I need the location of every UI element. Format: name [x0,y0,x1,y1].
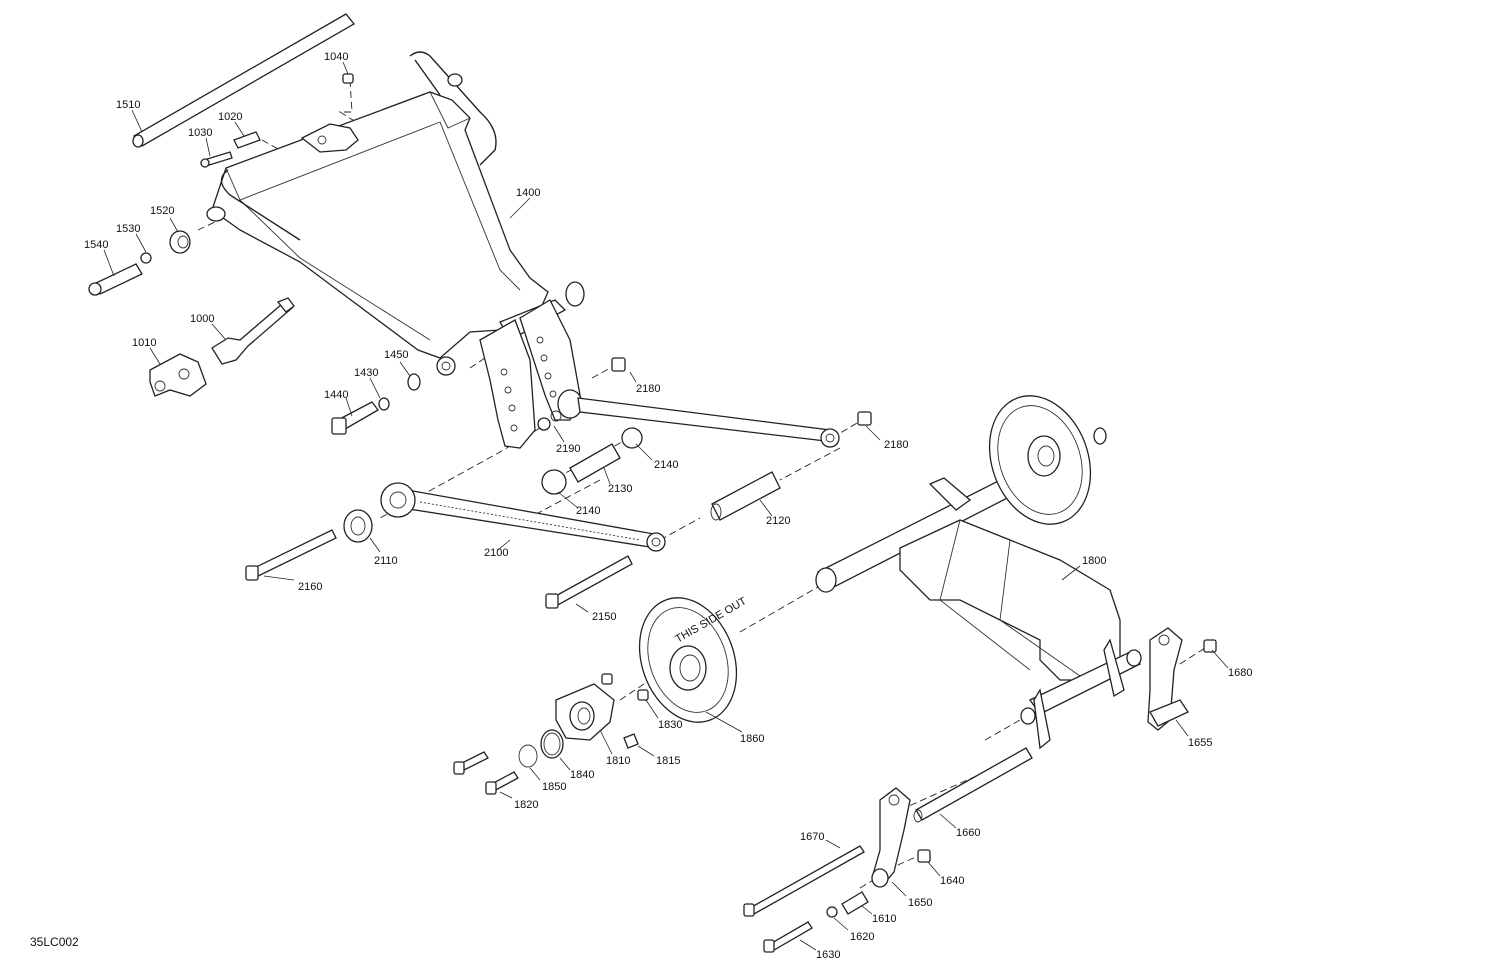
callout-1640: 1640 [940,875,964,887]
callout-1520: 1520 [150,205,174,217]
callout-1860: 1860 [740,733,764,745]
callout-1400: 1400 [516,187,540,199]
spacers-2130-2140-2120 [541,427,781,521]
callout-labels: 1040 1510 1020 1030 1400 1520 1530 1540 … [84,51,1252,961]
strap-1000-clip-1010 [149,297,295,397]
callout-1440: 1440 [324,389,348,401]
callout-2160: 2160 [298,581,322,593]
upper-hardware [88,73,354,296]
callout-2180-upper: 2180 [636,383,660,395]
callout-1655: 1655 [1188,737,1212,749]
figure-code: 35LC002 [30,935,79,949]
callout-1630: 1630 [816,949,840,961]
callout-1815: 1815 [656,755,680,767]
callout-1450: 1450 [384,349,408,361]
callout-1610: 1610 [872,913,896,925]
callout-2190: 2190 [556,443,580,455]
link-1655 [1147,627,1217,731]
bearing-housing-1810 [453,673,649,795]
rear-wheel-right [988,395,1107,525]
callout-1540: 1540 [84,239,108,251]
callout-1830: 1830 [658,719,682,731]
callout-1020: 1020 [218,111,242,123]
callout-1000: 1000 [190,313,214,325]
bolts-2160-2150 [245,529,633,609]
callout-1040: 1040 [324,51,348,63]
callout-1840: 1840 [570,769,594,781]
bolt-washers-1440 [331,373,421,435]
rear-arm-1800 [815,459,1142,750]
callout-1430: 1430 [354,367,378,379]
leader-lines [103,61,1229,951]
callout-1680: 1680 [1228,667,1252,679]
callout-2150: 2150 [592,611,616,623]
callout-1030: 1030 [188,127,212,139]
callout-2120: 2120 [766,515,790,527]
callout-1670: 1670 [800,831,824,843]
callout-2100: 2100 [484,547,508,559]
lower-assembly-1650 [743,747,1033,953]
callout-1530: 1530 [116,223,140,235]
callout-1620: 1620 [850,931,874,943]
wheel-1860: THIS SIDE OUT [638,595,749,723]
callout-2180-right: 2180 [884,439,908,451]
callout-1010: 1010 [132,337,156,349]
callout-1660: 1660 [956,827,980,839]
callout-2130: 2130 [608,483,632,495]
callout-2110: 2110 [374,555,398,567]
callout-2140-upper: 2140 [654,459,678,471]
upper-arm-1400 [206,51,585,449]
rod-1510 [132,13,355,148]
link-2100-lower [343,482,666,552]
callout-1650: 1650 [908,897,932,909]
callout-1510: 1510 [116,99,140,111]
callout-1850: 1850 [542,781,566,793]
callout-1810: 1810 [606,755,630,767]
callout-1820: 1820 [514,799,538,811]
link-2100-upper [537,357,872,448]
callout-1800: 1800 [1082,555,1106,567]
callout-2140-lower: 2140 [576,505,600,517]
